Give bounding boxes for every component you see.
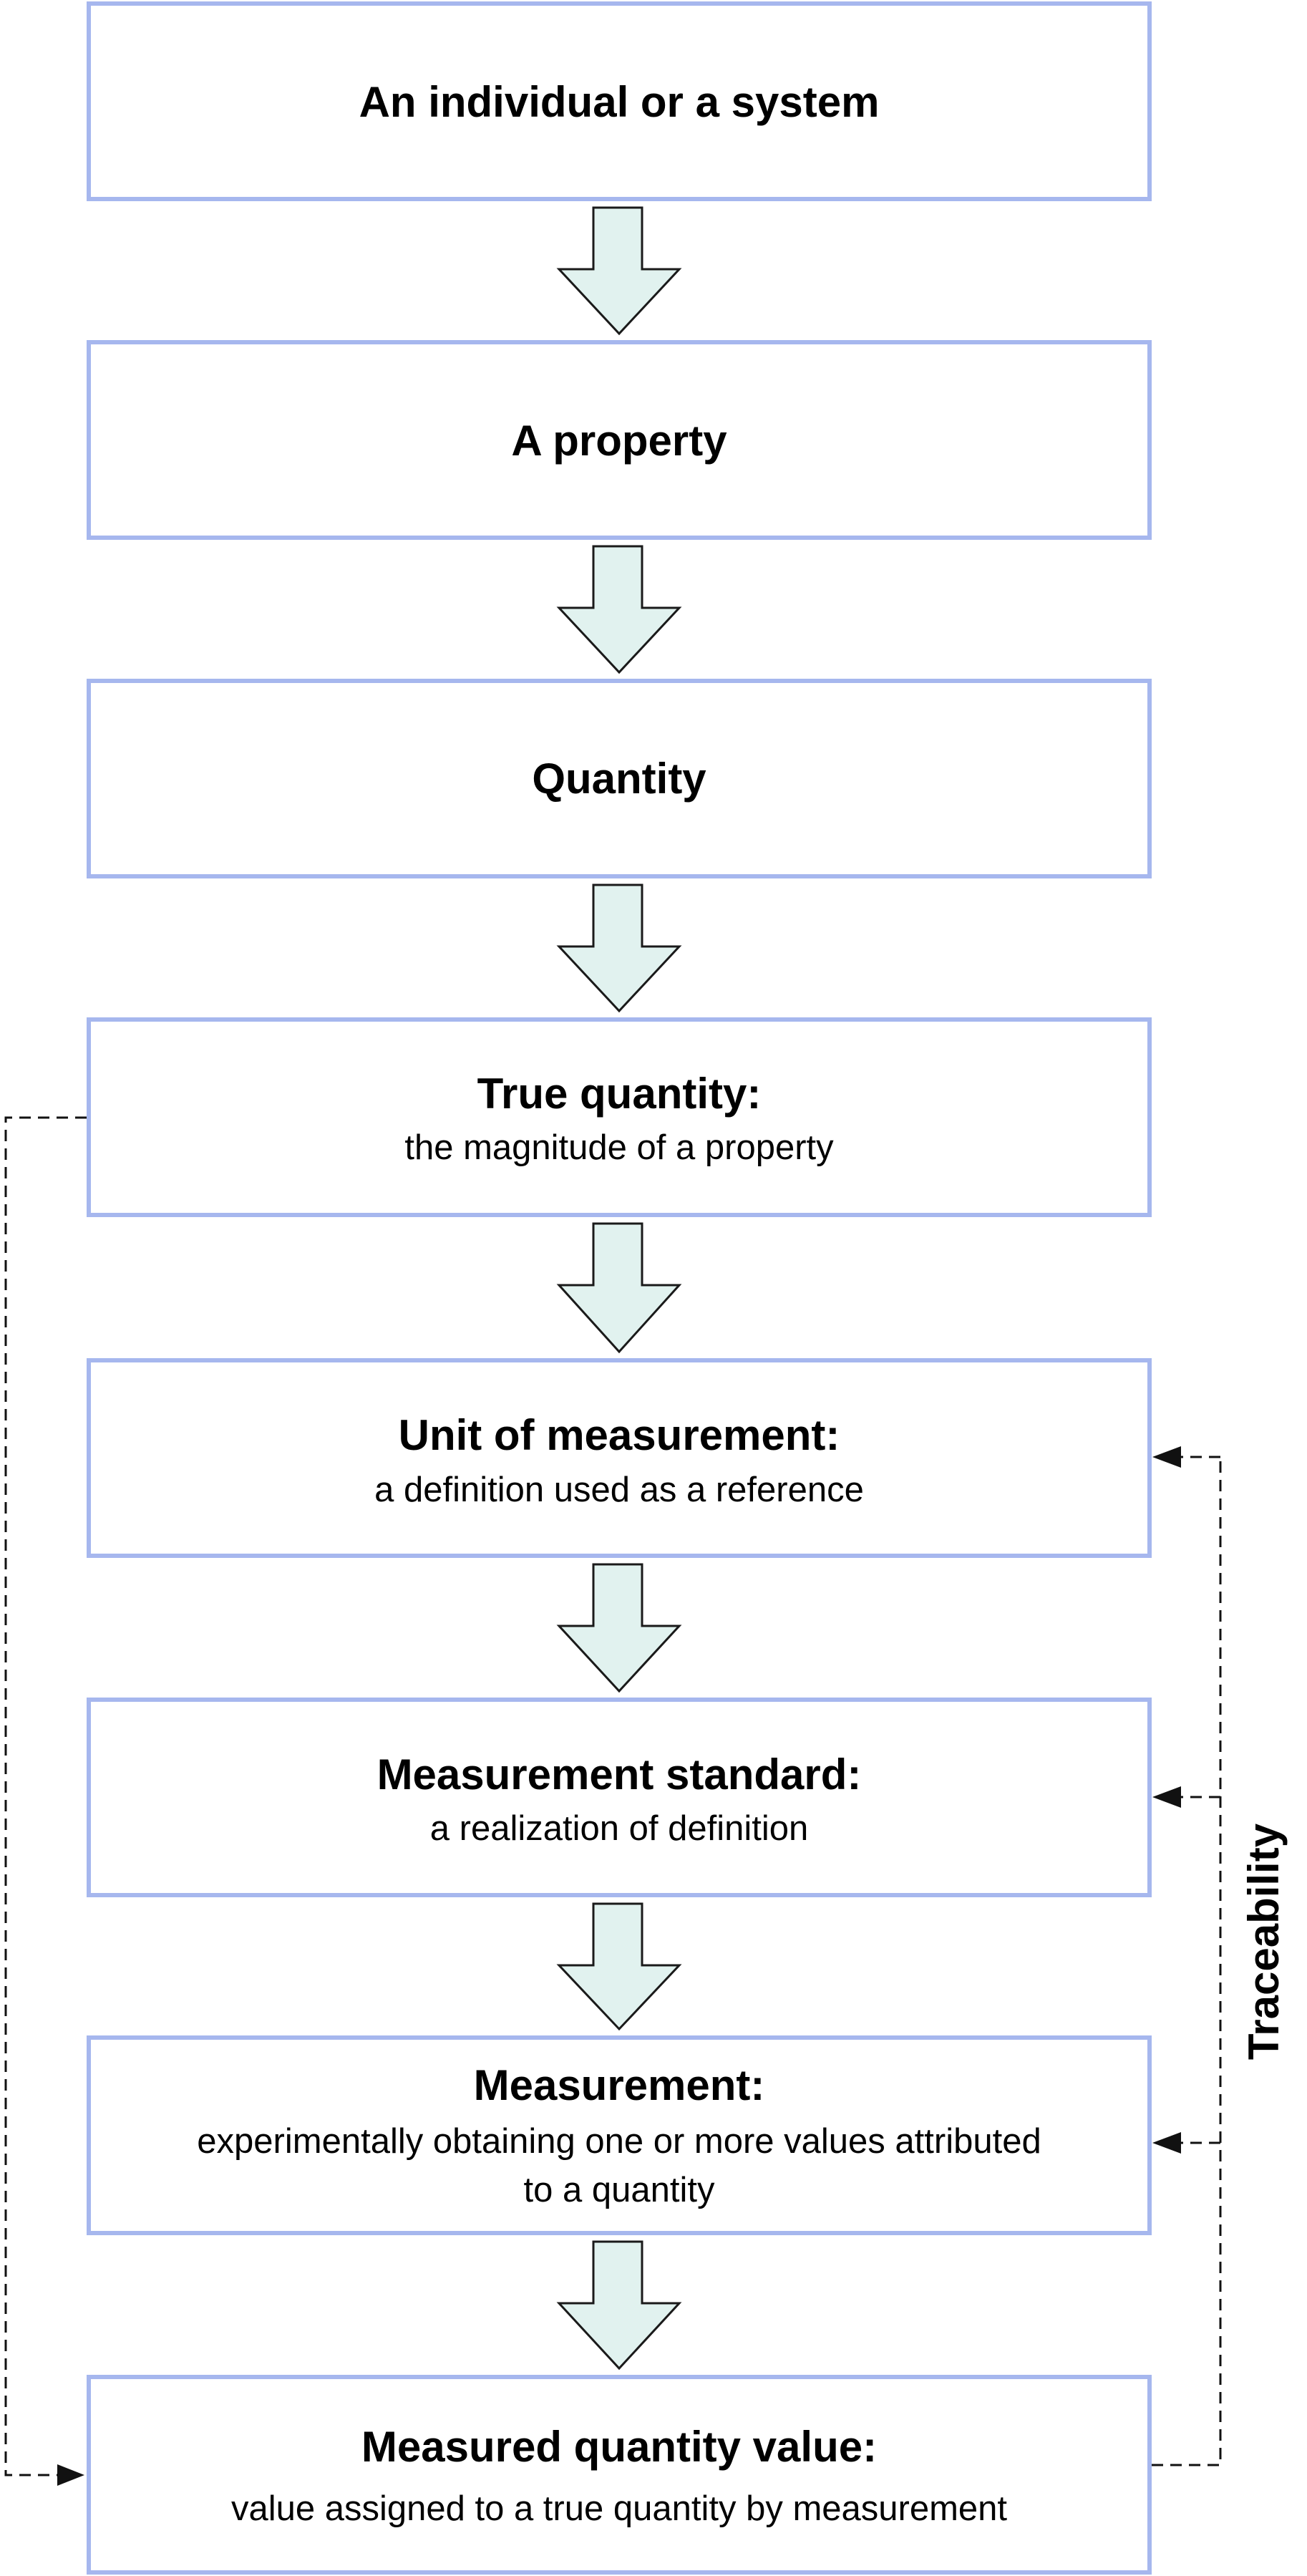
down-arrow-icon [556, 1222, 682, 1354]
arrowhead-icon [1152, 1446, 1181, 1468]
traceability-connector [1152, 1446, 1222, 2466]
down-arrow-icon [556, 206, 682, 336]
box-measured-quantity-value: Measured quantity value: value assigned … [87, 2375, 1152, 2575]
box-measurement: Measurement: experimentally obtaining on… [87, 2035, 1152, 2235]
down-arrow-icon [556, 2240, 682, 2371]
box-title: Measurement: [474, 2061, 765, 2109]
box-title: Unit of measurement: [399, 1411, 840, 1459]
arrowhead-icon [1152, 2132, 1181, 2154]
down-arrow-icon [556, 545, 682, 674]
box-description: a definition used as a reference [374, 1471, 864, 1509]
box-quantity: Quantity [87, 679, 1152, 878]
left-dashed-connector [4, 1116, 87, 2486]
box-description: a realization of definition [430, 1809, 808, 1848]
box-description: the magnitude of a property [404, 1128, 834, 1167]
box-title: Quantity [532, 755, 706, 803]
down-arrow-icon [556, 1902, 682, 2031]
box-individual-or-system: An individual or a system [87, 1, 1152, 201]
box-description: to a quantity [524, 2171, 715, 2209]
box-title: Measured quantity value: [361, 2423, 877, 2471]
box-title: A property [511, 417, 727, 465]
box-title: True quantity: [477, 1070, 762, 1118]
box-description: value assigned to a true quantity by mea… [231, 2489, 1007, 2528]
box-description: experimentally obtaining one or more val… [197, 2122, 1041, 2161]
down-arrow-icon [556, 1563, 682, 1693]
box-unit-of-measurement: Unit of measurement: a definition used a… [87, 1358, 1152, 1558]
down-arrow-icon [556, 883, 682, 1013]
box-measurement-standard: Measurement standard: a realization of d… [87, 1698, 1152, 1897]
arrowhead-icon [57, 2464, 84, 2486]
box-title: An individual or a system [359, 78, 880, 126]
box-property: A property [87, 340, 1152, 540]
box-title: Measurement standard: [377, 1751, 862, 1798]
box-true-quantity: True quantity: the magnitude of a proper… [87, 1017, 1152, 1217]
traceability-label: Traceability [1240, 1823, 1288, 2060]
arrowhead-icon [1152, 1786, 1181, 1808]
